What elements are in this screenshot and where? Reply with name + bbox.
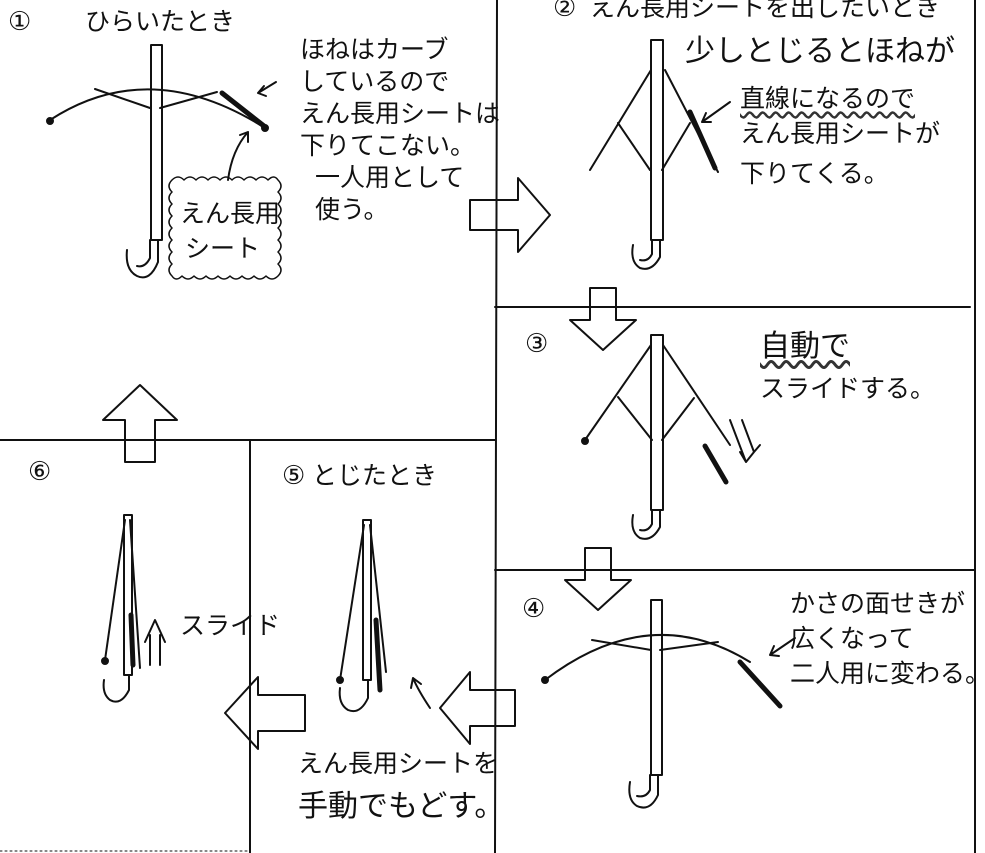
extension-sheet-1: [219, 90, 267, 129]
panel2-title: えん長用シートを出したいとき: [590, 0, 941, 22]
umbrella-half-closed-2: [589, 39, 719, 270]
panel6-number: ⑥: [28, 457, 52, 487]
arrow-down-2: [564, 547, 632, 611]
umbrella-closed-5: [336, 519, 387, 713]
pointer-arrow-5: [410, 677, 431, 709]
panel1-title: ひらいたとき: [85, 7, 236, 36]
panel2-number: ②: [553, 0, 577, 23]
pointer-arrow-2: [701, 101, 731, 123]
umbrella-open-1: [46, 44, 269, 279]
panel1-note-line: 下りてこない。: [300, 131, 476, 160]
slide-arrow-3: [729, 419, 761, 463]
arrow-left-1: [439, 671, 516, 745]
arrow-down-1: [569, 287, 637, 351]
panel1-label-line: えん長用: [180, 199, 281, 228]
extension-sheet-6: [128, 612, 136, 668]
umbrella-half-closed-3: [581, 334, 731, 540]
panel4-note-line: 二人用に変わる。: [790, 659, 985, 688]
panel3-number: ③: [525, 329, 549, 359]
arrow-right: [469, 177, 551, 253]
arrow-left-2: [224, 676, 306, 750]
panel4-note-line: かさの面せきが: [790, 589, 966, 618]
panel1-note-line: えん長用シートは: [300, 99, 501, 128]
panel3-note-line: 自動で: [760, 329, 850, 364]
pointer-arrow-label-1: [227, 131, 249, 181]
panel3-note-line: スライドする。: [760, 374, 936, 403]
umbrella-closed-6: [101, 514, 141, 703]
panel6-note: スライド: [180, 611, 281, 640]
panel5-note-line: 手動でもどす。: [298, 789, 505, 824]
panel5-number: ⑤: [282, 461, 306, 491]
umbrella-open-4: [541, 599, 751, 809]
panel5-title: とじたとき: [312, 461, 438, 490]
panel1-label-line: シート: [185, 234, 261, 263]
pointer-arrow-4: [769, 637, 796, 657]
extension-sheet-3: [702, 443, 729, 485]
slide-up-arrow-6: [144, 619, 166, 666]
panel2-note-line: 下りてくる。: [740, 159, 889, 188]
panel4-number: ④: [522, 594, 546, 624]
panel2-headline: 少しとじるとほねが: [685, 34, 955, 69]
panel5-note-line: えん長用シートを: [298, 749, 499, 778]
panel1-note-line: 使う。: [315, 195, 389, 224]
label-box-1: [168, 176, 282, 280]
extension-sheet-2: [687, 109, 718, 171]
panel1-note-line: 一人用として: [315, 163, 465, 192]
arrow-up: [102, 384, 178, 463]
pointer-arrow-1: [257, 81, 277, 97]
extension-sheet-4: [737, 659, 783, 709]
panel1-note-line: ほねはカーブ: [300, 35, 449, 64]
panel2-note-line: 直線になるので: [740, 84, 916, 113]
panel1-number: ①: [8, 7, 32, 37]
panel1-note-line: しているので: [300, 67, 450, 96]
panel4-note-line: 広くなって: [790, 624, 914, 653]
extension-sheet-5: [373, 617, 383, 693]
panel2-note-line: えん長用シートが: [740, 119, 941, 148]
